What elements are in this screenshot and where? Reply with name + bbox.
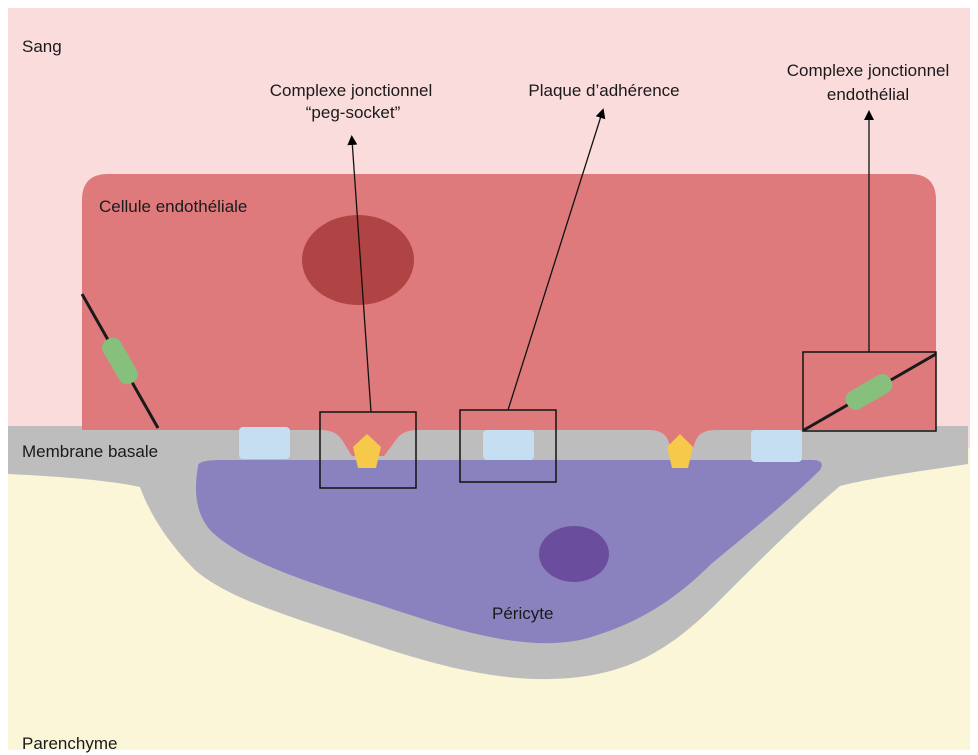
peg-socket-box [319,411,417,489]
left-junction-protein [102,337,138,385]
pericyte-label: Péricyte [492,604,554,623]
endothelial-junction-label-line2: endothélial [826,85,910,104]
blood-label: Sang [22,37,62,56]
adhesion-plaque-label: Plaque d’adhérence [528,81,680,100]
endothelial-cell-label: Cellule endothéliale [99,197,248,216]
pericyte-nucleus [539,526,609,582]
peg-2 [667,434,693,468]
adhesion-plaque-3 [751,430,802,462]
peg-1 [353,434,381,468]
peg-socket-label-line2: “peg-socket” [305,103,401,122]
peg-socket-arrow [347,135,372,413]
pericyte [195,460,822,644]
right-junction-protein [845,374,893,410]
adhesion-plaque-1 [239,427,290,459]
basement-membrane-label: Membrane basale [22,442,159,461]
endothelial-nucleus [302,215,414,305]
adhesion-plaque-2 [483,430,534,460]
peg-socket-label-line1: Complexe jonctionnel [269,81,433,100]
endothelial-cell [82,174,936,456]
parenchyma-label: Parenchyme [22,734,118,753]
adhesion-plaque-arrow [507,108,606,411]
endothelial-junction-label-line1: Complexe jonctionnel [786,61,950,80]
